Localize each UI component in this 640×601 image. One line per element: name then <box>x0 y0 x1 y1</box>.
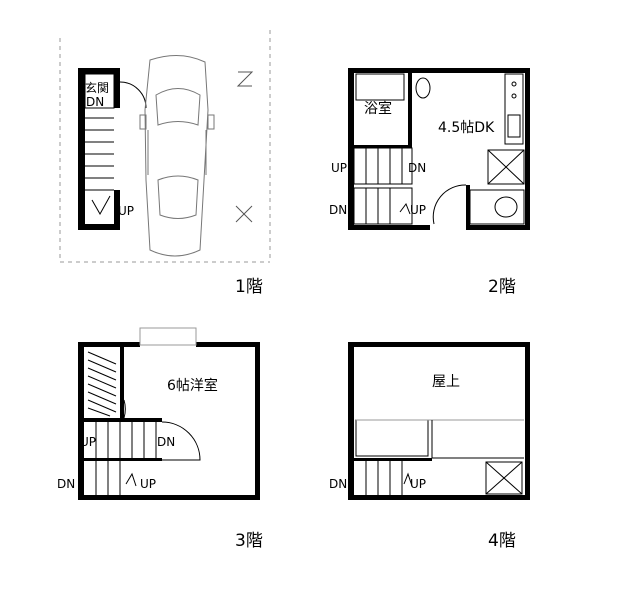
floor-3: 6帖洋室 UP DN DN UP 3階 <box>57 327 263 551</box>
floor-4-up-label: UP <box>410 477 426 491</box>
floor-2-door-swing <box>432 184 467 225</box>
bath-label: 浴室 <box>364 100 392 117</box>
floor-2-dn-label-2: DN <box>329 203 347 217</box>
entrance-door-swing <box>119 81 147 109</box>
floor-3-up-label-2: UP <box>140 477 156 491</box>
floor-2-up-label-2: UP <box>410 203 426 217</box>
floor-4-box <box>485 461 523 495</box>
floor-2-storage <box>487 149 525 185</box>
floor-4: 屋上 DN UP 4階 <box>329 342 530 551</box>
floor-1-up-label: UP <box>118 204 134 218</box>
floor-2-dn-label-1: DN <box>408 161 426 175</box>
floor-3-hatch <box>87 351 117 417</box>
floor-2: 浴室 4.5帖DK <box>329 68 530 297</box>
floor-2-up-label-1: UP <box>331 161 347 175</box>
toilet <box>469 189 525 225</box>
floor-1-dn-label: DN <box>86 95 104 109</box>
floor-3-up-label-1: UP <box>80 435 96 449</box>
site-marks <box>235 71 254 223</box>
dk-label: 4.5帖DK <box>438 120 495 136</box>
floor-3-balcony <box>139 327 197 346</box>
floor-3-dn-label-1: DN <box>157 435 175 449</box>
floor-3-walls <box>78 342 260 500</box>
floor-1-title: 1階 <box>235 277 263 297</box>
floor-1-stairs <box>85 117 114 216</box>
floor-3-title: 3階 <box>235 531 263 551</box>
roof-label: 屋上 <box>432 374 460 390</box>
washbasin <box>415 77 431 99</box>
room-label: 6帖洋室 <box>167 377 218 394</box>
floor-4-walls <box>348 342 530 500</box>
floor-1-walls <box>78 68 120 230</box>
floor-3-door-swing-1 <box>123 399 126 419</box>
parked-car <box>139 55 215 257</box>
floor-3-stairs <box>95 422 157 495</box>
site-boundary <box>59 30 271 263</box>
floor-4-title: 4階 <box>488 531 516 551</box>
floor-2-stairs <box>353 147 413 225</box>
floor-2-walls <box>348 68 530 230</box>
bathtub <box>355 73 405 101</box>
floor-3-door-swing-2 <box>161 421 201 461</box>
floor-3-dn-label-2: DN <box>57 477 75 491</box>
floor-4-dn-label: DN <box>329 477 347 491</box>
floor-2-title: 2階 <box>488 277 516 297</box>
floor-1: 玄関 DN UP <box>59 30 271 297</box>
kitchen-counter <box>504 73 524 145</box>
entrance-label: 玄関 <box>85 80 109 95</box>
entrance-room <box>84 73 115 109</box>
floor-4-stairs <box>355 419 524 495</box>
